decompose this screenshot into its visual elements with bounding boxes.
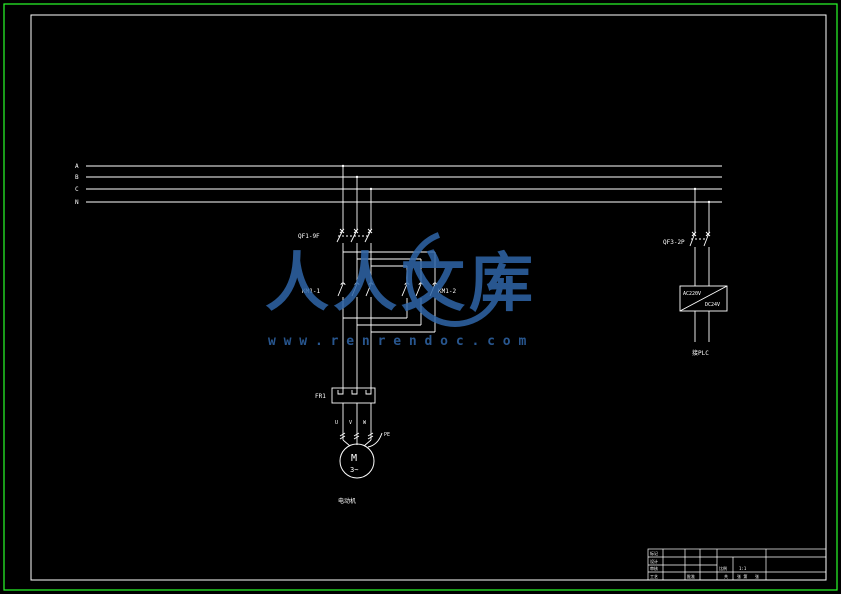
- thermal-relay-symbol: [331, 387, 383, 448]
- phase-w-label: W: [363, 420, 367, 426]
- motor-caption: 电动机: [338, 497, 356, 505]
- phase-v-label: V: [349, 420, 352, 426]
- bus-lines: [86, 165, 722, 203]
- bus-label-b: B: [75, 174, 79, 181]
- title-block-scale-label: 比例: [719, 565, 727, 571]
- contactor-2-symbol: [401, 282, 438, 297]
- watermark-text: 人人文库: [265, 246, 537, 321]
- contactor-1-label: KM1-1: [302, 288, 320, 295]
- drawing-border: [30, 14, 827, 581]
- motor-symbol: M: [351, 453, 357, 464]
- bus-label-c: C: [75, 186, 79, 193]
- title-block: [647, 548, 827, 581]
- psu-output-label: DC24V: [705, 302, 720, 308]
- title-block-sheet-c: 张: [755, 573, 759, 579]
- title-block-approve: 批准: [687, 573, 695, 579]
- bus-label-n: N: [75, 199, 79, 206]
- main-breaker-symbol: [336, 228, 373, 268]
- thermal-relay-label: FR1: [315, 393, 326, 400]
- plc-caption: 接PLC: [692, 349, 709, 357]
- phase-u-label: U: [335, 420, 338, 426]
- title-block-row1: 标记: [650, 550, 658, 556]
- title-block-scale-value: 1:1: [739, 566, 747, 571]
- main-breaker-label: QF1-9F: [298, 233, 320, 240]
- motor-type: 3~: [350, 466, 358, 474]
- bus-label-a: A: [75, 163, 79, 170]
- title-block-row3: 审核: [650, 565, 658, 571]
- bus-junctions: [341, 164, 711, 204]
- plc-breaker-label: QF3-2P: [663, 239, 685, 246]
- watermark-url: w w w . r e n r e n d o c . c o m: [268, 334, 526, 349]
- title-block-row2: 设计: [650, 558, 658, 564]
- outer-frame: [3, 3, 838, 591]
- contactor-2-label: KM1-2: [438, 288, 456, 295]
- watermark: 人人文库 w w w . r e n r e n d o c . c o m: [265, 229, 537, 349]
- watermark-logo-ring: [406, 229, 504, 327]
- title-block-sheet-b: 张 第: [737, 573, 747, 579]
- pe-label: PE: [384, 432, 390, 438]
- main-feed-wiring: [342, 166, 372, 230]
- plc-branch-wiring: [679, 189, 728, 342]
- motor-circle: [339, 443, 375, 479]
- psu-input-label: AC220V: [683, 291, 701, 297]
- title-block-sheet-a: 共: [724, 573, 728, 579]
- title-block-row4: 工艺: [650, 574, 658, 579]
- contactor-1-symbol: [337, 268, 374, 390]
